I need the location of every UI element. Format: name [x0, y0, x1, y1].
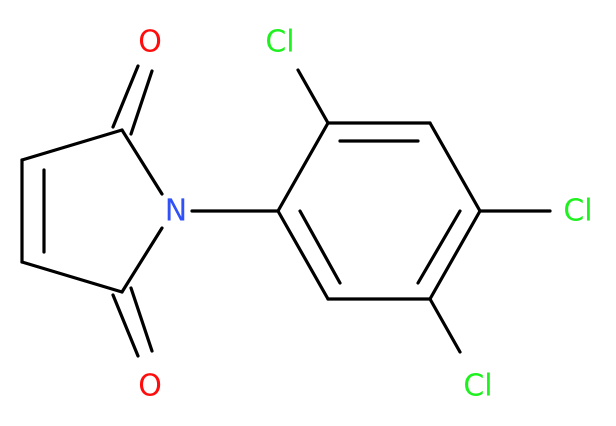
bond-ar-6	[276, 209, 330, 301]
atom-labels: O O N Cl Cl Cl	[138, 25, 592, 404]
bond-ar-4	[428, 209, 482, 301]
bond-c2-c3	[20, 128, 124, 162]
atom-cl-bottom: Cl	[463, 369, 492, 404]
bonds	[20, 64, 552, 358]
atom-o-top: O	[138, 25, 162, 60]
bond-ar-6-inner	[298, 209, 342, 285]
bond-c4-c5	[20, 260, 124, 294]
atom-cl-right: Cl	[563, 194, 592, 229]
bond-c5-n	[120, 226, 164, 294]
bond-cl-bottom	[428, 297, 462, 354]
atom-cl-top: Cl	[265, 25, 294, 60]
bond-cl-top	[296, 68, 330, 125]
bond-c2-o-a	[111, 64, 140, 129]
atom-o-bottom: O	[138, 369, 162, 404]
bond-c5-o-b	[129, 286, 154, 353]
bond-ar-1	[276, 121, 330, 213]
bond-c5-o-a	[111, 293, 140, 358]
bond-ar-4-inner	[416, 209, 462, 285]
bond-ar-3	[428, 121, 482, 213]
atom-n: N	[165, 194, 187, 229]
bond-c2-n	[120, 128, 164, 196]
bond-c2-o-b	[129, 69, 154, 136]
